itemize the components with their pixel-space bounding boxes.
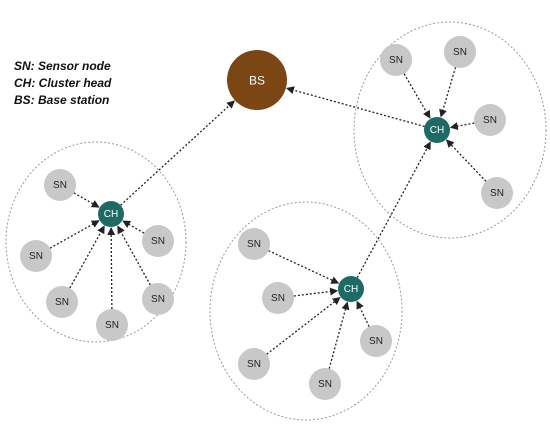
sensor-node-2-3-label: SN bbox=[490, 188, 504, 199]
arrow-bottom-ch-to-right-ch bbox=[356, 141, 431, 278]
base-station: BS bbox=[227, 50, 287, 110]
legend-base-station: BS: Base station bbox=[14, 93, 110, 107]
cluster-head-left-label: CH bbox=[104, 209, 118, 220]
legend-cluster-head: CH: Cluster head bbox=[14, 76, 112, 90]
sensor-node-2-0-circle bbox=[380, 44, 412, 76]
sensor-node-0-3-circle bbox=[96, 309, 128, 341]
sensor-node-2-1-label: SN bbox=[453, 47, 467, 58]
cluster-head-left-circle bbox=[98, 201, 124, 227]
arrow-sensor-2-2 bbox=[449, 122, 475, 131]
sensor-node-1-3-circle bbox=[309, 368, 341, 400]
sensor-node-1-1-circle bbox=[262, 282, 294, 314]
cluster-head-bottom-circle bbox=[338, 276, 364, 302]
cluster-head-right-circle bbox=[424, 117, 450, 143]
sensor-node-0-1: SN bbox=[20, 240, 52, 272]
sensor-node-0-2-label: SN bbox=[55, 297, 69, 308]
sensor-node-2-0-label: SN bbox=[389, 55, 403, 66]
sensor-node-0-1-label: SN bbox=[29, 251, 43, 262]
sensor-node-0-5-circle bbox=[142, 225, 174, 257]
sensor-node-1-1-label: SN bbox=[271, 293, 285, 304]
sensor-node-1-4: SN bbox=[360, 325, 392, 357]
sensor-node-1-0-label: SN bbox=[247, 239, 261, 250]
cluster-head-right: CH bbox=[424, 117, 450, 143]
cluster-head-left: CH bbox=[98, 201, 124, 227]
sensor-node-0-0-circle bbox=[44, 169, 76, 201]
sensor-node-1-4-circle bbox=[360, 325, 392, 357]
sensor-node-1-1: SN bbox=[262, 282, 294, 314]
arrow-sensor-1-1 bbox=[293, 287, 339, 297]
sensor-node-1-2-label: SN bbox=[247, 359, 261, 370]
arrow-sensor-0-5 bbox=[122, 220, 145, 234]
arrow-left-ch-to-bs bbox=[120, 100, 235, 206]
sensor-node-0-3-label: SN bbox=[105, 320, 119, 331]
arrow-sensor-2-0 bbox=[403, 73, 431, 119]
cluster-head-bottom: CH bbox=[338, 276, 364, 302]
sensor-node-1-0-circle bbox=[238, 228, 270, 260]
sensor-node-0-4-circle bbox=[142, 283, 174, 315]
base-station-circle bbox=[227, 50, 287, 110]
arrow-sensor-0-1 bbox=[49, 220, 100, 249]
cluster-boundary-right bbox=[353, 21, 547, 239]
legend-sensor-node: SN: Sensor node bbox=[14, 59, 111, 73]
arrow-sensor-0-0 bbox=[73, 192, 100, 208]
sensor-node-0-4-label: SN bbox=[151, 294, 165, 305]
sensor-node-2-2: SN bbox=[474, 104, 506, 136]
arrow-sensor-0-4 bbox=[117, 225, 151, 286]
sensor-node-1-3: SN bbox=[309, 368, 341, 400]
sensor-node-2-3: SN bbox=[481, 177, 513, 209]
edges-layer bbox=[49, 67, 487, 369]
sensor-node-1-2-circle bbox=[238, 348, 270, 380]
nodes-layer: SN SN SN SN SN SN SN SN SN SN SN SN SN SN SN CH CH CH BS bbox=[20, 36, 513, 400]
sensor-node-2-3-circle bbox=[481, 177, 513, 209]
arrow-sensor-2-1 bbox=[439, 67, 457, 118]
sensor-node-1-0: SN bbox=[238, 228, 270, 260]
sensor-node-0-0: SN bbox=[44, 169, 76, 201]
sensor-node-1-3-label: SN bbox=[318, 379, 332, 390]
sensor-node-0-2-circle bbox=[46, 286, 78, 318]
sensor-node-2-1: SN bbox=[444, 36, 476, 68]
cluster-head-right-label: CH bbox=[430, 125, 444, 136]
arrow-sensor-1-2 bbox=[266, 296, 341, 355]
cluster-head-bottom-label: CH bbox=[344, 284, 358, 295]
arrow-sensor-0-2 bbox=[69, 225, 105, 289]
sensor-node-0-2: SN bbox=[46, 286, 78, 318]
arrow-sensor-1-0 bbox=[268, 250, 340, 284]
sensor-node-2-0: SN bbox=[380, 44, 412, 76]
cluster-boundary-left bbox=[5, 141, 187, 343]
legend: SN: Sensor node CH: Cluster head BS: Bas… bbox=[14, 58, 111, 109]
sensor-node-1-4-label: SN bbox=[369, 336, 383, 347]
base-station-label: BS bbox=[249, 74, 265, 88]
sensor-node-2-2-label: SN bbox=[483, 115, 497, 126]
sensor-node-0-0-label: SN bbox=[53, 180, 67, 191]
sensor-node-2-1-circle bbox=[444, 36, 476, 68]
sensor-node-0-5: SN bbox=[142, 225, 174, 257]
sensor-node-0-4: SN bbox=[142, 283, 174, 315]
arrow-sensor-2-3 bbox=[446, 139, 487, 182]
arrow-sensor-1-3 bbox=[328, 301, 350, 369]
sensor-node-0-3: SN bbox=[96, 309, 128, 341]
arrow-sensor-1-4 bbox=[356, 300, 370, 327]
arrow-sensor-0-3 bbox=[107, 227, 116, 310]
arrow-right-ch-to-bs bbox=[285, 86, 425, 128]
cluster-boundary-bottom bbox=[209, 201, 403, 421]
sensor-node-0-5-label: SN bbox=[151, 236, 165, 247]
sensor-node-0-1-circle bbox=[20, 240, 52, 272]
sensor-node-2-2-circle bbox=[474, 104, 506, 136]
sensor-node-1-2: SN bbox=[238, 348, 270, 380]
